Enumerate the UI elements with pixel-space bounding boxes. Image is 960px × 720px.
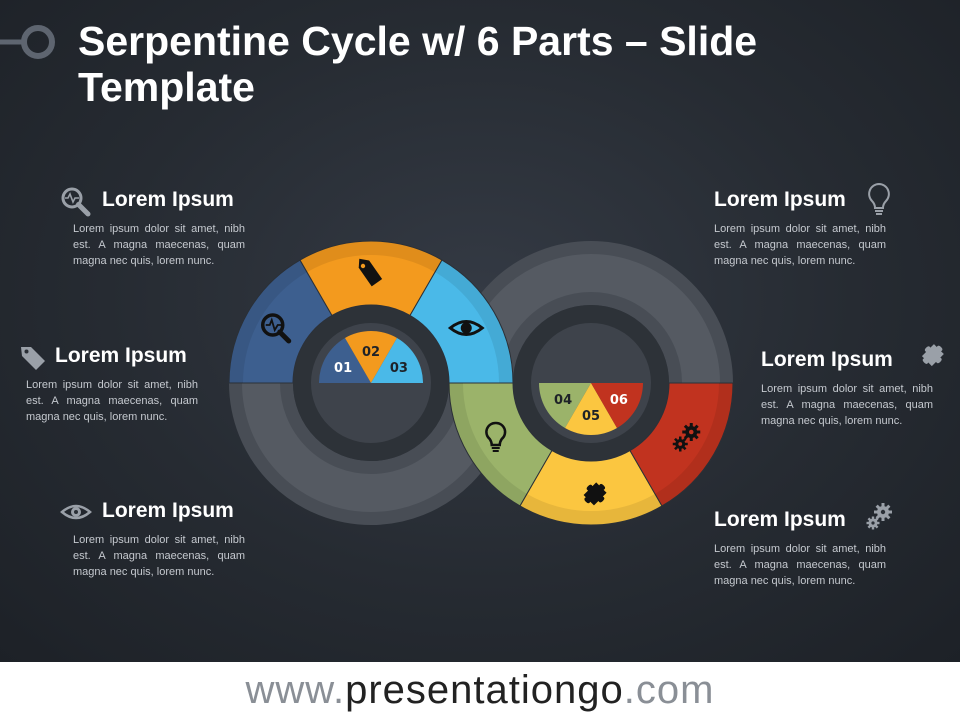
block-heading: Lorem Ipsum [714,508,846,531]
block-heading: Lorem Ipsum [55,344,187,367]
block-heading: Lorem Ipsum [761,348,893,371]
lightbulb-icon [868,182,890,215]
footer-url-suffix: .com [623,668,715,712]
block-heading: Lorem Ipsum [714,188,846,211]
segment-04-rim [449,383,527,506]
block-body: Lorem ipsum dolor sit amet, nibh est. A … [73,534,245,578]
inner-pie-05 [565,383,617,435]
magnifier-pulse-icon [61,187,91,217]
segment-number-01: 01 [334,361,352,376]
price-tag-icon [358,258,383,287]
text-block-1: Lorem Ipsum Lorem ipsum dolor sit amet, … [73,187,245,269]
segment-number-02: 02 [362,345,380,360]
text-block-5: Lorem Ipsum Lorem ipsum dolor sit amet, … [761,347,933,429]
block-body: Lorem ipsum dolor sit amet, nibh est. A … [26,379,198,423]
segment-number-06: 06 [610,393,628,408]
block-body: Lorem ipsum dolor sit amet, nibh est. A … [761,383,933,427]
segment-02-rim [300,240,442,273]
text-block-6: Lorem Ipsum Lorem ipsum dolor sit amet, … [714,507,886,589]
tag-hole [360,263,366,269]
eye-outline [447,320,485,336]
inner-pie-03 [371,337,423,383]
text-block-2: Lorem Ipsum Lorem ipsum dolor sit amet, … [26,343,198,425]
serpentine-cycle-diagram: 01 02 03 04 05 06 [228,240,734,526]
eye-icon [447,320,485,336]
eye-icon [60,504,92,520]
text-block-3: Lorem Ipsum Lorem ipsum dolor sit amet, … [73,498,245,580]
block-body: Lorem ipsum dolor sit amet, nibh est. A … [73,223,245,267]
lightbulb-icon [485,421,507,452]
segment-number-03: 03 [390,361,408,376]
inner-pie-02 [345,331,397,383]
footer: www.presentationgo.com [0,662,960,720]
block-body: Lorem ipsum dolor sit amet, nibh est. A … [714,223,886,267]
segment-number-05: 05 [582,409,600,424]
inner-pie-01 [319,337,371,383]
segment-icons [260,258,701,506]
block-body: Lorem ipsum dolor sit amet, nibh est. A … [714,543,886,587]
gear-large-hole [688,429,694,435]
gear-large [682,423,701,441]
bulb-base [491,447,500,452]
inner-pie-04 [539,383,591,429]
segment-03-rim [435,260,513,383]
segment-05-rim [520,493,662,525]
footer-url-domain: presentationgo [345,668,624,712]
eye-pupil [460,322,472,334]
text-block-4: Lorem Ipsum Lorem ipsum dolor sit amet, … [714,187,886,269]
footer-url-prefix: www. [245,668,346,712]
pulse-line [265,317,282,333]
cycle-segments [228,240,734,526]
magnifier-handle [277,329,292,344]
gears-icon [866,503,892,530]
block-heading: Lorem Ipsum [102,499,234,522]
block-heading: Lorem Ipsum [102,188,234,211]
gear-small [672,436,688,452]
bulb-glass [485,421,507,447]
page-title: Serpentine Cycle w/ 6 Parts – Slide Temp… [78,18,758,110]
magnifier-pulse-icon [260,313,292,344]
puzzle-icon [921,344,944,367]
gears-icon [672,423,701,452]
footer-url: www.presentationgo.com [0,668,960,713]
inner-pies: 01 02 03 04 05 06 [319,331,643,435]
slide-background: Serpentine Cycle w/ 6 Parts – Slide Temp… [0,0,960,662]
price-tag-icon [21,347,45,370]
magnifier-lens [260,313,285,337]
puzzle-shape [583,482,607,506]
gear-small-hole [678,442,683,446]
inner-pie-06 [591,383,643,429]
segment-06-rim [655,383,733,506]
logo-ring-icon [0,25,55,59]
segment-number-04: 04 [554,393,572,408]
segment-01-rim [229,260,307,383]
puzzle-icon [583,482,607,506]
